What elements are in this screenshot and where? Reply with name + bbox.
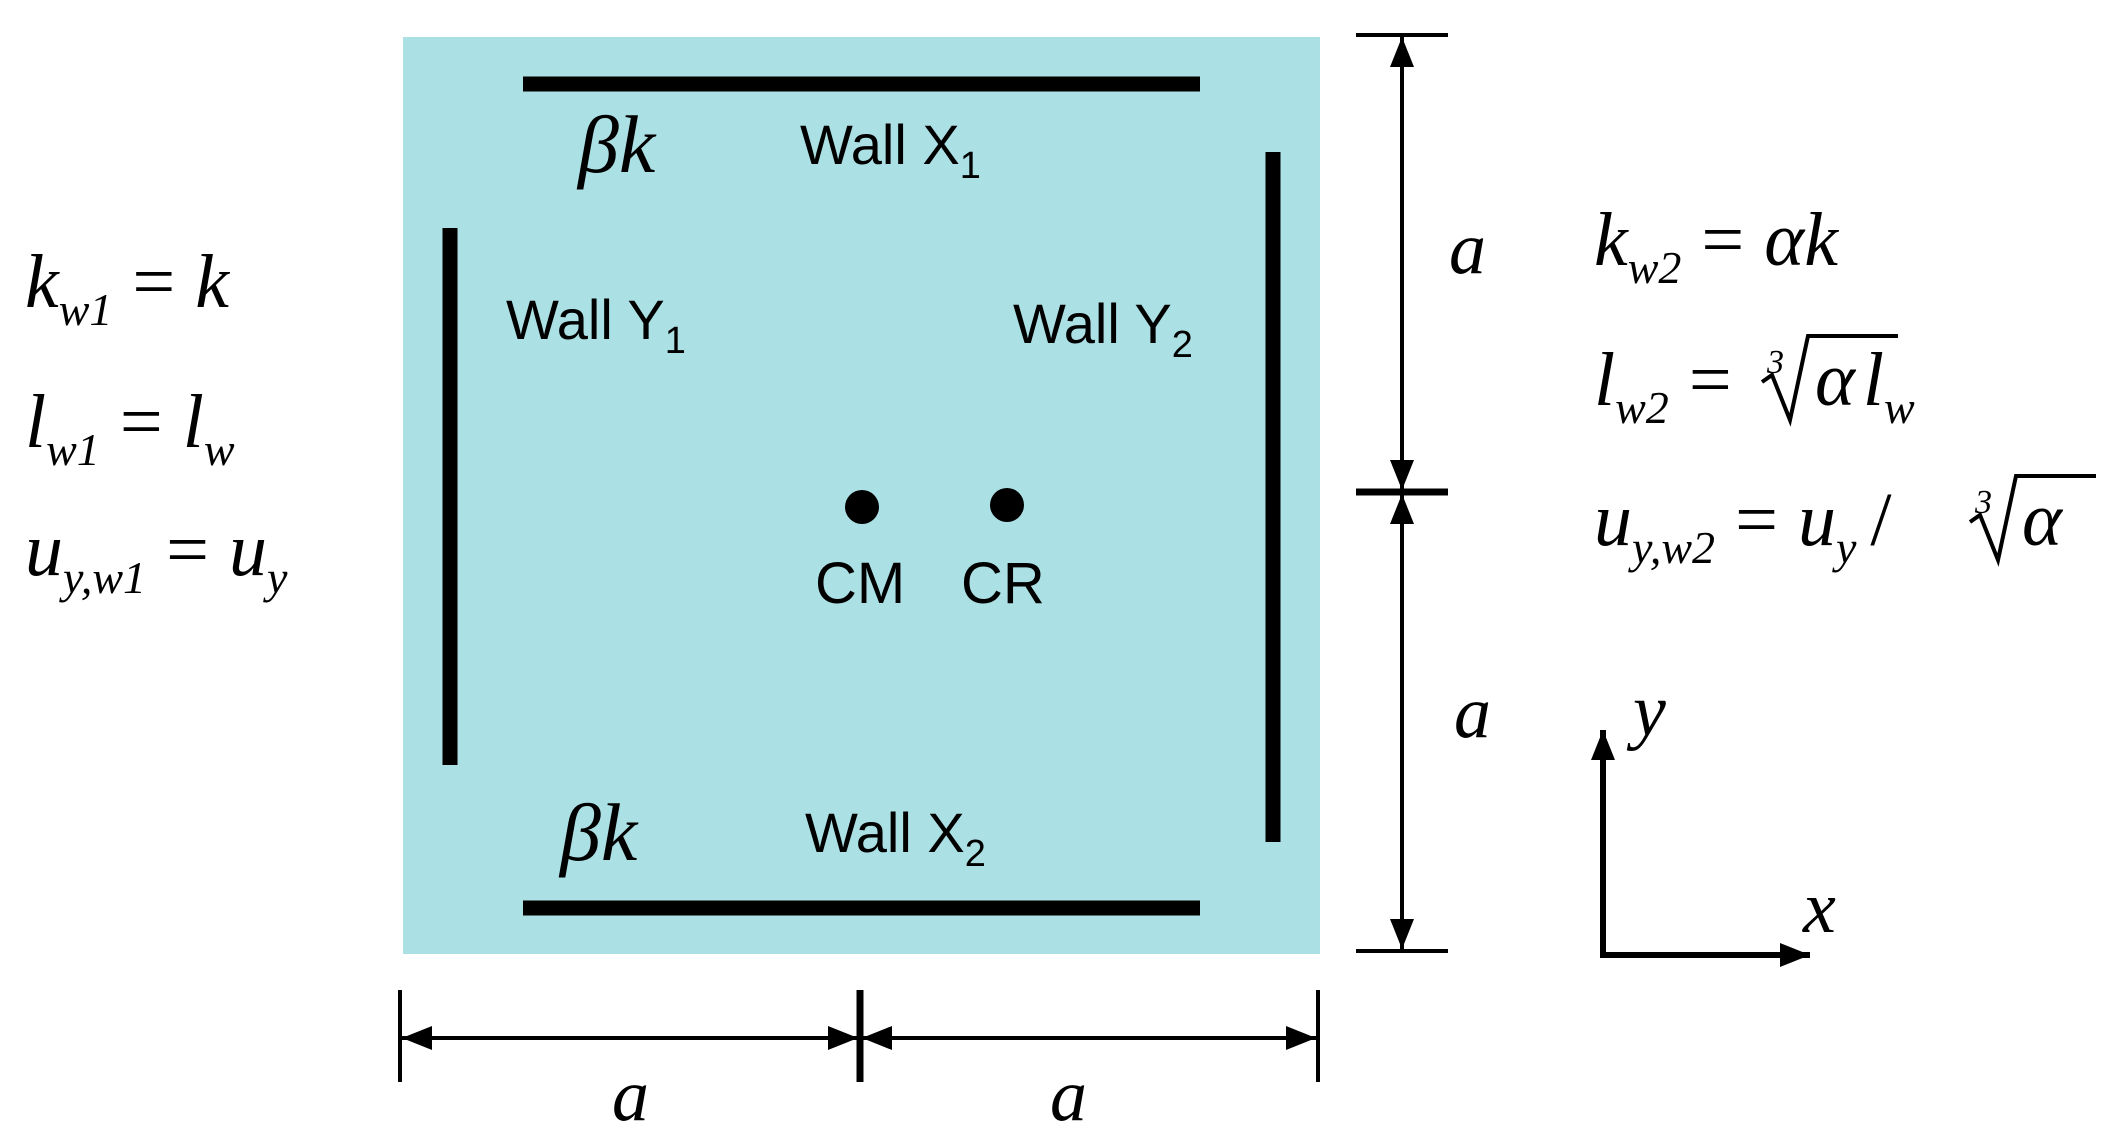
wall-x1-stiffness: βk xyxy=(576,99,657,190)
radical-sign xyxy=(1760,334,1898,427)
dim-label-lower: a xyxy=(1454,672,1491,754)
dim-label-left: a xyxy=(612,1055,649,1136)
svg-text:αlw: αlw xyxy=(1815,338,1915,433)
cm-label: CM xyxy=(815,551,905,616)
eq-left-k: kw1=k xyxy=(25,240,230,335)
eq-right-u-root-index: 3 xyxy=(1974,484,1992,521)
svg-text:α: α xyxy=(2022,478,2064,562)
center-of-mass-dot xyxy=(845,490,879,524)
wall-x1-label: Wall X1 xyxy=(800,113,981,187)
cr-label: CR xyxy=(961,551,1045,616)
wall-x2-stiffness: βk xyxy=(558,787,639,878)
svg-text:uy,w2=uy/: uy,w2=uy/ xyxy=(1594,478,1892,573)
dim-label-upper: a xyxy=(1449,208,1486,290)
eq-right-k: kw2=αk xyxy=(1594,198,1839,293)
wall-y2-label: Wall Y2 xyxy=(1013,292,1193,366)
wall-y1-label: Wall Y1 xyxy=(506,288,686,362)
eq-left-l: lw1=lw xyxy=(25,380,235,475)
eq-left-u: uy,w1=uy xyxy=(25,508,288,603)
radical-sign xyxy=(1968,474,2096,567)
eq-right-u: uy,w2=uy/ 3 α xyxy=(1594,474,2096,573)
x-axis-label: x xyxy=(1802,867,1836,949)
wall-x2-label: Wall X2 xyxy=(805,801,986,875)
y-axis-label: y xyxy=(1626,670,1666,752)
center-of-rigidity-dot xyxy=(990,488,1024,522)
eq-right-l-root-index: 3 xyxy=(1766,344,1784,381)
dim-label-right: a xyxy=(1050,1055,1087,1136)
svg-text:lw2=: lw2= xyxy=(1594,338,1732,433)
